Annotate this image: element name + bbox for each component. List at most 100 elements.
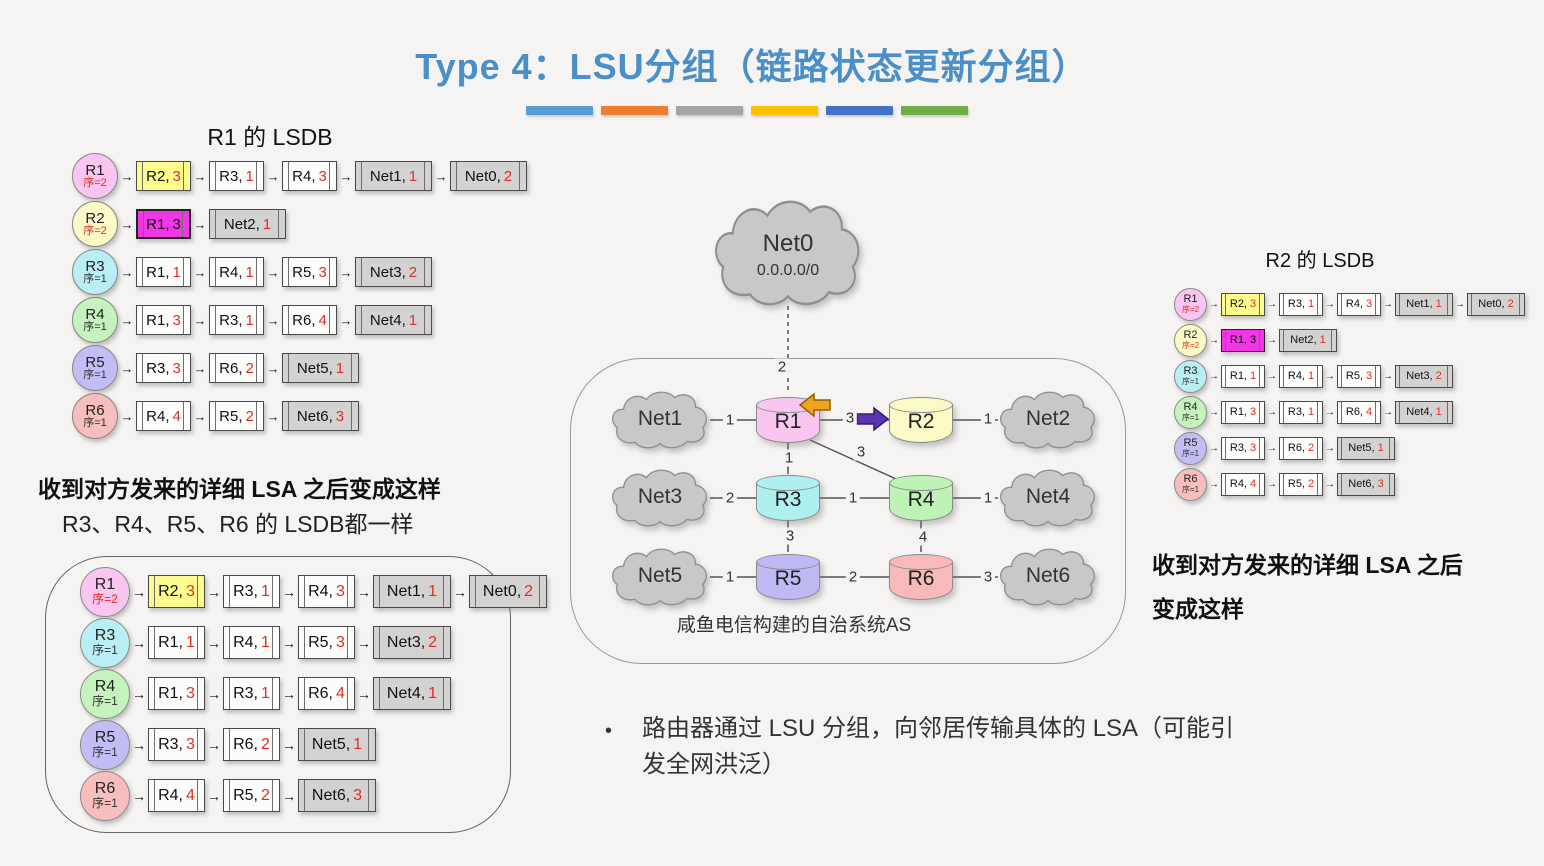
lsa-cost: 3 — [336, 582, 345, 600]
router-name: R6 — [1183, 473, 1198, 486]
lsa-box-r1: R1,3 — [136, 305, 191, 335]
lsa-cost: 1 — [1435, 406, 1442, 418]
link-arrow-icon: → — [1267, 406, 1277, 418]
router-name: R4 — [94, 678, 116, 696]
lsa-target: R6, — [219, 359, 243, 377]
cylinder-top — [889, 554, 953, 570]
lsa-cost: 1 — [1308, 406, 1315, 418]
link-arrow-icon: → — [1383, 406, 1393, 418]
link-cost-r3-r5: 3 — [782, 527, 798, 545]
lsa-box-net5: Net5,1 — [1337, 436, 1395, 460]
note-left-sub: R3、R4、R5、R6 的 LSDB都一样 — [62, 511, 414, 537]
lsa-target: R6, — [1345, 406, 1363, 418]
lsa-target: R1, — [158, 633, 183, 651]
lsa-box-r3: R3,1 — [223, 677, 280, 710]
lsa-target: Net4, — [1406, 406, 1433, 418]
router-name: R4 — [1183, 401, 1198, 414]
lsa-target: R2, — [158, 582, 183, 600]
lsa-cost: 2 — [1308, 442, 1315, 454]
lsa-box-r4: R4,1 — [1279, 364, 1323, 388]
lsa-cost: 1 — [245, 311, 254, 329]
link-arrow-icon: → — [339, 264, 353, 280]
lsa-cost: 2 — [261, 735, 270, 753]
lsa-cost: 3 — [318, 263, 327, 281]
link-arrow-icon: → — [1267, 478, 1277, 490]
lsa-target: R4, — [1287, 370, 1305, 382]
lsa-target: R3, — [1287, 298, 1305, 310]
lsa-target: R3, — [146, 359, 170, 377]
lsa-cost: 3 — [353, 786, 363, 804]
sequence-number: 序=1 — [1181, 412, 1200, 422]
lsa-box-net6: Net6,3 — [1337, 472, 1395, 496]
lsa-box-r4: R4,1 — [209, 257, 264, 287]
link-arrow-icon: → — [120, 408, 134, 424]
lsa-cost: 2 — [261, 786, 270, 804]
link-cost-r2-net2: 1 — [980, 410, 996, 428]
router-r4: R4 — [889, 475, 953, 521]
link-arrow-icon: → — [339, 312, 353, 328]
link-arrow-icon: → — [282, 634, 296, 651]
lsa-box-r5: R5,3 — [298, 626, 355, 659]
lsa-cost: 1 — [245, 263, 254, 281]
lsa-target: R4, — [292, 167, 316, 185]
sequence-number: 序=2 — [1181, 340, 1200, 350]
router-name: R1 — [85, 161, 105, 179]
lsa-cost: 3 — [1250, 334, 1257, 346]
lsa-cost: 1 — [1308, 298, 1315, 310]
lsa-box-r6: R6,4 — [1337, 400, 1381, 424]
lsa-cost: 1 — [261, 684, 270, 702]
link-arrow-icon: → — [132, 583, 146, 600]
as-caption: 咸鱼电信构建的自治系统AS — [676, 615, 912, 636]
note-right-bold: 收到对方发来的详细 LSA 之后 变成这样 — [1152, 543, 1544, 631]
lsa-target: R2, — [1229, 298, 1247, 310]
sequence-number: 序=1 — [92, 796, 118, 811]
lsa-box-net2: Net2,1 — [209, 209, 286, 239]
lsa-cost: 3 — [186, 684, 195, 702]
link-arrow-icon: → — [193, 360, 207, 376]
link-cost-r1-r3: 1 — [781, 449, 797, 467]
lsa-target: R4, — [233, 633, 258, 651]
cloud-icon — [612, 391, 707, 449]
cylinder-top — [889, 397, 953, 413]
lsa-target: R2, — [146, 167, 170, 185]
lsa-box-r3: R3,1 — [223, 575, 280, 608]
sequence-number: 序=1 — [83, 416, 107, 429]
router-name: R1 — [1183, 293, 1198, 306]
link-arrow-icon: → — [120, 312, 134, 328]
link-arrow-icon: → — [1325, 370, 1335, 382]
lsa-cost: 4 — [186, 786, 195, 804]
router-label-r6: R6 — [907, 567, 935, 590]
link-arrow-icon: → — [282, 736, 296, 753]
sequence-number: 序=2 — [83, 176, 107, 189]
lsa-cost: 2 — [503, 167, 513, 185]
link-cost-r4-r6: 4 — [915, 528, 931, 546]
note-right-line2: 变成这样 — [1152, 596, 1244, 622]
lsa-box-net3: Net3,2 — [1395, 364, 1453, 388]
lsa-target: R4, — [219, 263, 243, 281]
link-arrow-icon: → — [1455, 298, 1465, 310]
lsa-box-r2: R2,3 — [148, 575, 205, 608]
lsa-box-net1: Net1,1 — [373, 575, 451, 608]
lsa-box-r3: R3,3 — [136, 353, 191, 383]
router-label-r1: R1 — [774, 410, 802, 433]
lsa-cost: 3 — [335, 407, 345, 425]
lsa-target: R3, — [233, 582, 258, 600]
lsa-target: R1, — [1229, 334, 1247, 346]
lsa-target: Net0, — [482, 582, 522, 600]
sequence-number: 序=1 — [92, 643, 118, 658]
sequence-number: 序=2 — [1181, 304, 1200, 314]
lsa-box-r3: R3,1 — [1279, 292, 1323, 316]
link-arrow-icon: → — [1267, 334, 1277, 346]
lsa-box-r4: R4,4 — [1221, 472, 1265, 496]
link-arrow-icon: → — [193, 264, 207, 280]
title-divider-bars — [526, 106, 968, 115]
link-arrow-icon: → — [282, 787, 296, 804]
